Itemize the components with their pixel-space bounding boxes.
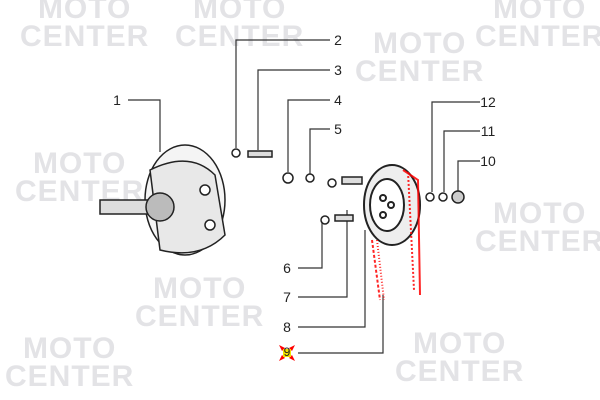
watermark-line: CENTER xyxy=(355,55,485,88)
watermark-line: MOTO xyxy=(32,147,127,180)
target-arrows-icon xyxy=(279,345,295,361)
callout-2[interactable]: 2 xyxy=(334,32,342,48)
crankcase-assembly xyxy=(99,144,226,256)
watermark-line: CENTER xyxy=(475,225,600,258)
callout-9: 9 xyxy=(283,345,291,359)
callout-12[interactable]: 12 xyxy=(480,94,496,110)
watermark-line: CENTER xyxy=(175,20,305,53)
watermark-line: MOTO xyxy=(22,332,117,365)
callout-7[interactable]: 7 xyxy=(283,289,291,305)
leader-lines xyxy=(128,39,480,354)
watermark-line: MOTO xyxy=(492,197,587,230)
watermark-line: CENTER xyxy=(5,360,135,393)
callout-9-highlight-marker[interactable]: 9 xyxy=(279,345,295,361)
belt-highlight xyxy=(371,169,421,301)
watermark-line: MOTO xyxy=(192,0,287,25)
watermark-line: MOTO xyxy=(37,0,132,25)
callout-5[interactable]: 5 xyxy=(334,121,342,137)
callout-8[interactable]: 8 xyxy=(283,319,291,335)
callout-10[interactable]: 10 xyxy=(480,153,496,169)
watermark-line: CENTER xyxy=(475,20,600,53)
watermark-line: MOTO xyxy=(372,27,467,60)
watermark-line: MOTO xyxy=(152,272,247,305)
callout-4[interactable]: 4 xyxy=(334,92,342,108)
pulley xyxy=(363,164,421,246)
watermark-line: MOTO xyxy=(412,327,507,360)
small-parts xyxy=(231,148,465,225)
watermark-line: CENTER xyxy=(395,355,525,388)
watermark-line: MOTO xyxy=(492,0,587,25)
callout-6[interactable]: 6 xyxy=(283,260,291,276)
watermark-line: CENTER xyxy=(135,300,265,333)
callout-3[interactable]: 3 xyxy=(334,62,342,78)
watermark-line: CENTER xyxy=(20,20,150,53)
callout-1[interactable]: 1 xyxy=(113,92,121,108)
callout-11[interactable]: 11 xyxy=(480,123,496,139)
